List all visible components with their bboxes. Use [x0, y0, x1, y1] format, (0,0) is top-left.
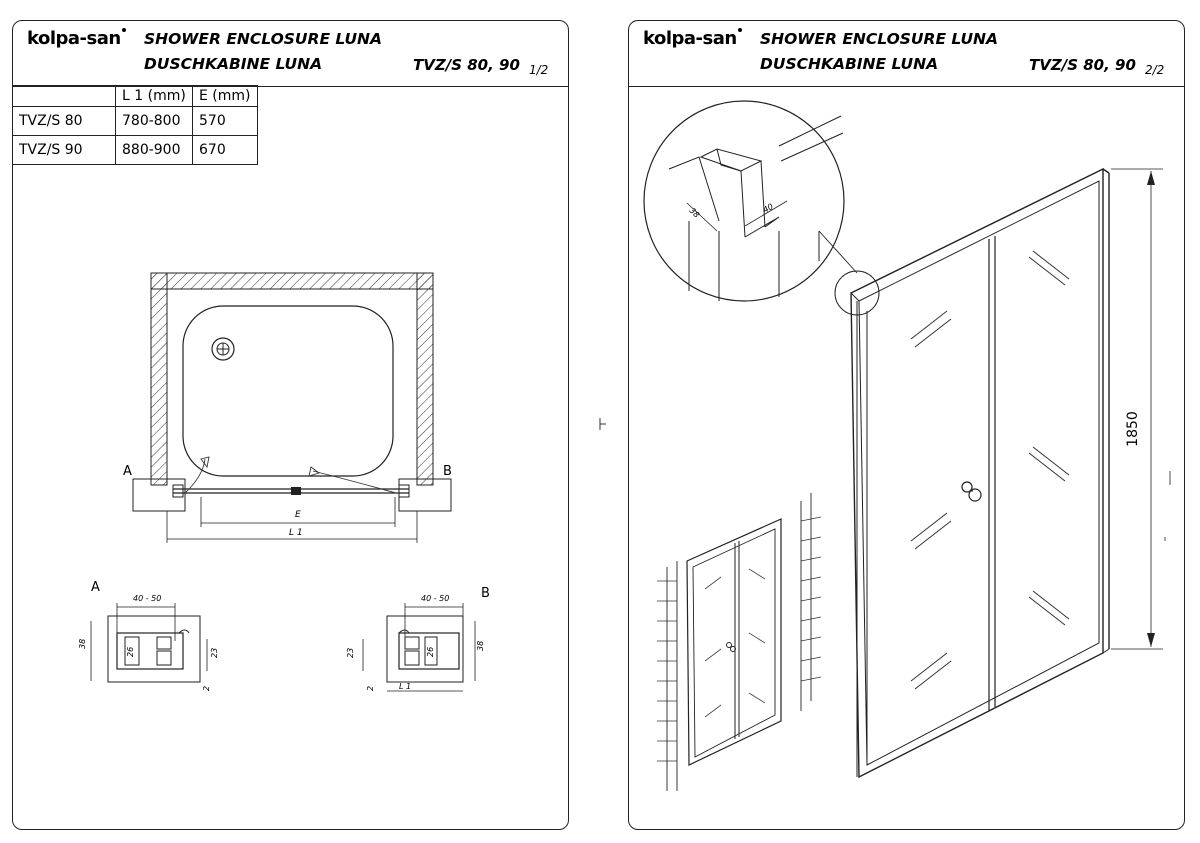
header-divider: [13, 86, 568, 87]
table-cell: TVZ/S 90: [13, 135, 116, 165]
brand-logo: kolpa-san: [643, 28, 742, 49]
wall-hatching: [150, 272, 434, 486]
dimension-l1: L 1: [166, 511, 418, 543]
svg-text:40 - 50: 40 - 50: [421, 594, 449, 603]
svg-text:26: 26: [426, 647, 435, 657]
door-handle: [961, 481, 982, 502]
header-divider: [629, 86, 1184, 87]
door-frame: [850, 167, 1110, 779]
detail-b: B 40 - 50 38 26 23 2 L 1: [346, 586, 490, 692]
drain-icon: [211, 337, 235, 361]
svg-text:L 1: L 1: [399, 682, 411, 691]
table-header-cell: E (mm): [192, 85, 258, 107]
table-cell: 670: [192, 135, 258, 165]
svg-text:23: 23: [346, 648, 355, 658]
glass-reflections: [910, 250, 1070, 690]
svg-text:40: 40: [762, 202, 775, 215]
door-rail: [172, 484, 410, 498]
svg-text:26: 26: [126, 647, 135, 657]
sheet-page-1: kolpa-san SHOWER ENCLOSURE LUNA DUSCHKAB…: [12, 20, 569, 830]
leader-line: [818, 230, 858, 274]
label-a: A: [123, 464, 132, 479]
svg-text:L 1: L 1: [289, 528, 303, 538]
table-cell: 880-900: [115, 135, 193, 165]
title-english: SHOWER ENCLOSURE LUNA: [144, 30, 383, 48]
dimension-e: E: [200, 497, 396, 527]
title-english: SHOWER ENCLOSURE LUNA: [760, 30, 999, 48]
table-cell: 780-800: [115, 106, 193, 136]
installation-view: [657, 493, 822, 791]
model-number: TVZ/S 80, 90: [1029, 56, 1136, 74]
svg-text:1850: 1850: [1125, 411, 1141, 447]
detail-a: A 40 - 50 38 26 23 2: [78, 580, 219, 691]
svg-text:38: 38: [688, 206, 702, 220]
model-number: TVZ/S 80, 90: [413, 56, 520, 74]
svg-text:2: 2: [202, 686, 211, 691]
label-b: B: [443, 464, 452, 479]
svg-text:38: 38: [78, 639, 87, 649]
svg-text:A: A: [91, 580, 100, 595]
door-perspective-drawing: 38 40: [643, 100, 1171, 791]
svg-text:40 - 50: 40 - 50: [133, 594, 161, 603]
door-swing-left: [184, 458, 206, 494]
plan-view-drawing: A B E L 1 A 40 - 50: [78, 272, 490, 692]
page-number: 2/2: [1145, 63, 1165, 77]
dimension-table: L 1 (mm) E (mm) TVZ/S 80 780-800 570 TVZ…: [13, 85, 258, 165]
svg-text:B: B: [481, 586, 490, 601]
wall-block-a: [132, 478, 186, 512]
page-number: 1/2: [529, 63, 549, 77]
svg-text:2: 2: [366, 686, 375, 691]
sheet-page-2: kolpa-san SHOWER ENCLOSURE LUNA DUSCHKAB…: [628, 20, 1185, 830]
brand-logo: kolpa-san: [27, 28, 126, 49]
title-german: DUSCHKABINE LUNA: [760, 55, 939, 73]
svg-text:23: 23: [210, 648, 219, 658]
table-row: TVZ/S 90 880-900 670: [13, 135, 258, 165]
door-swing-right: [312, 470, 397, 494]
dimension-height: 1850: [1111, 168, 1171, 650]
profile-detail: 38 40: [643, 100, 845, 302]
shower-tray: [182, 305, 394, 477]
title-german: DUSCHKABINE LUNA: [144, 55, 323, 73]
svg-text:38: 38: [476, 641, 485, 651]
svg-text:E: E: [295, 510, 301, 520]
